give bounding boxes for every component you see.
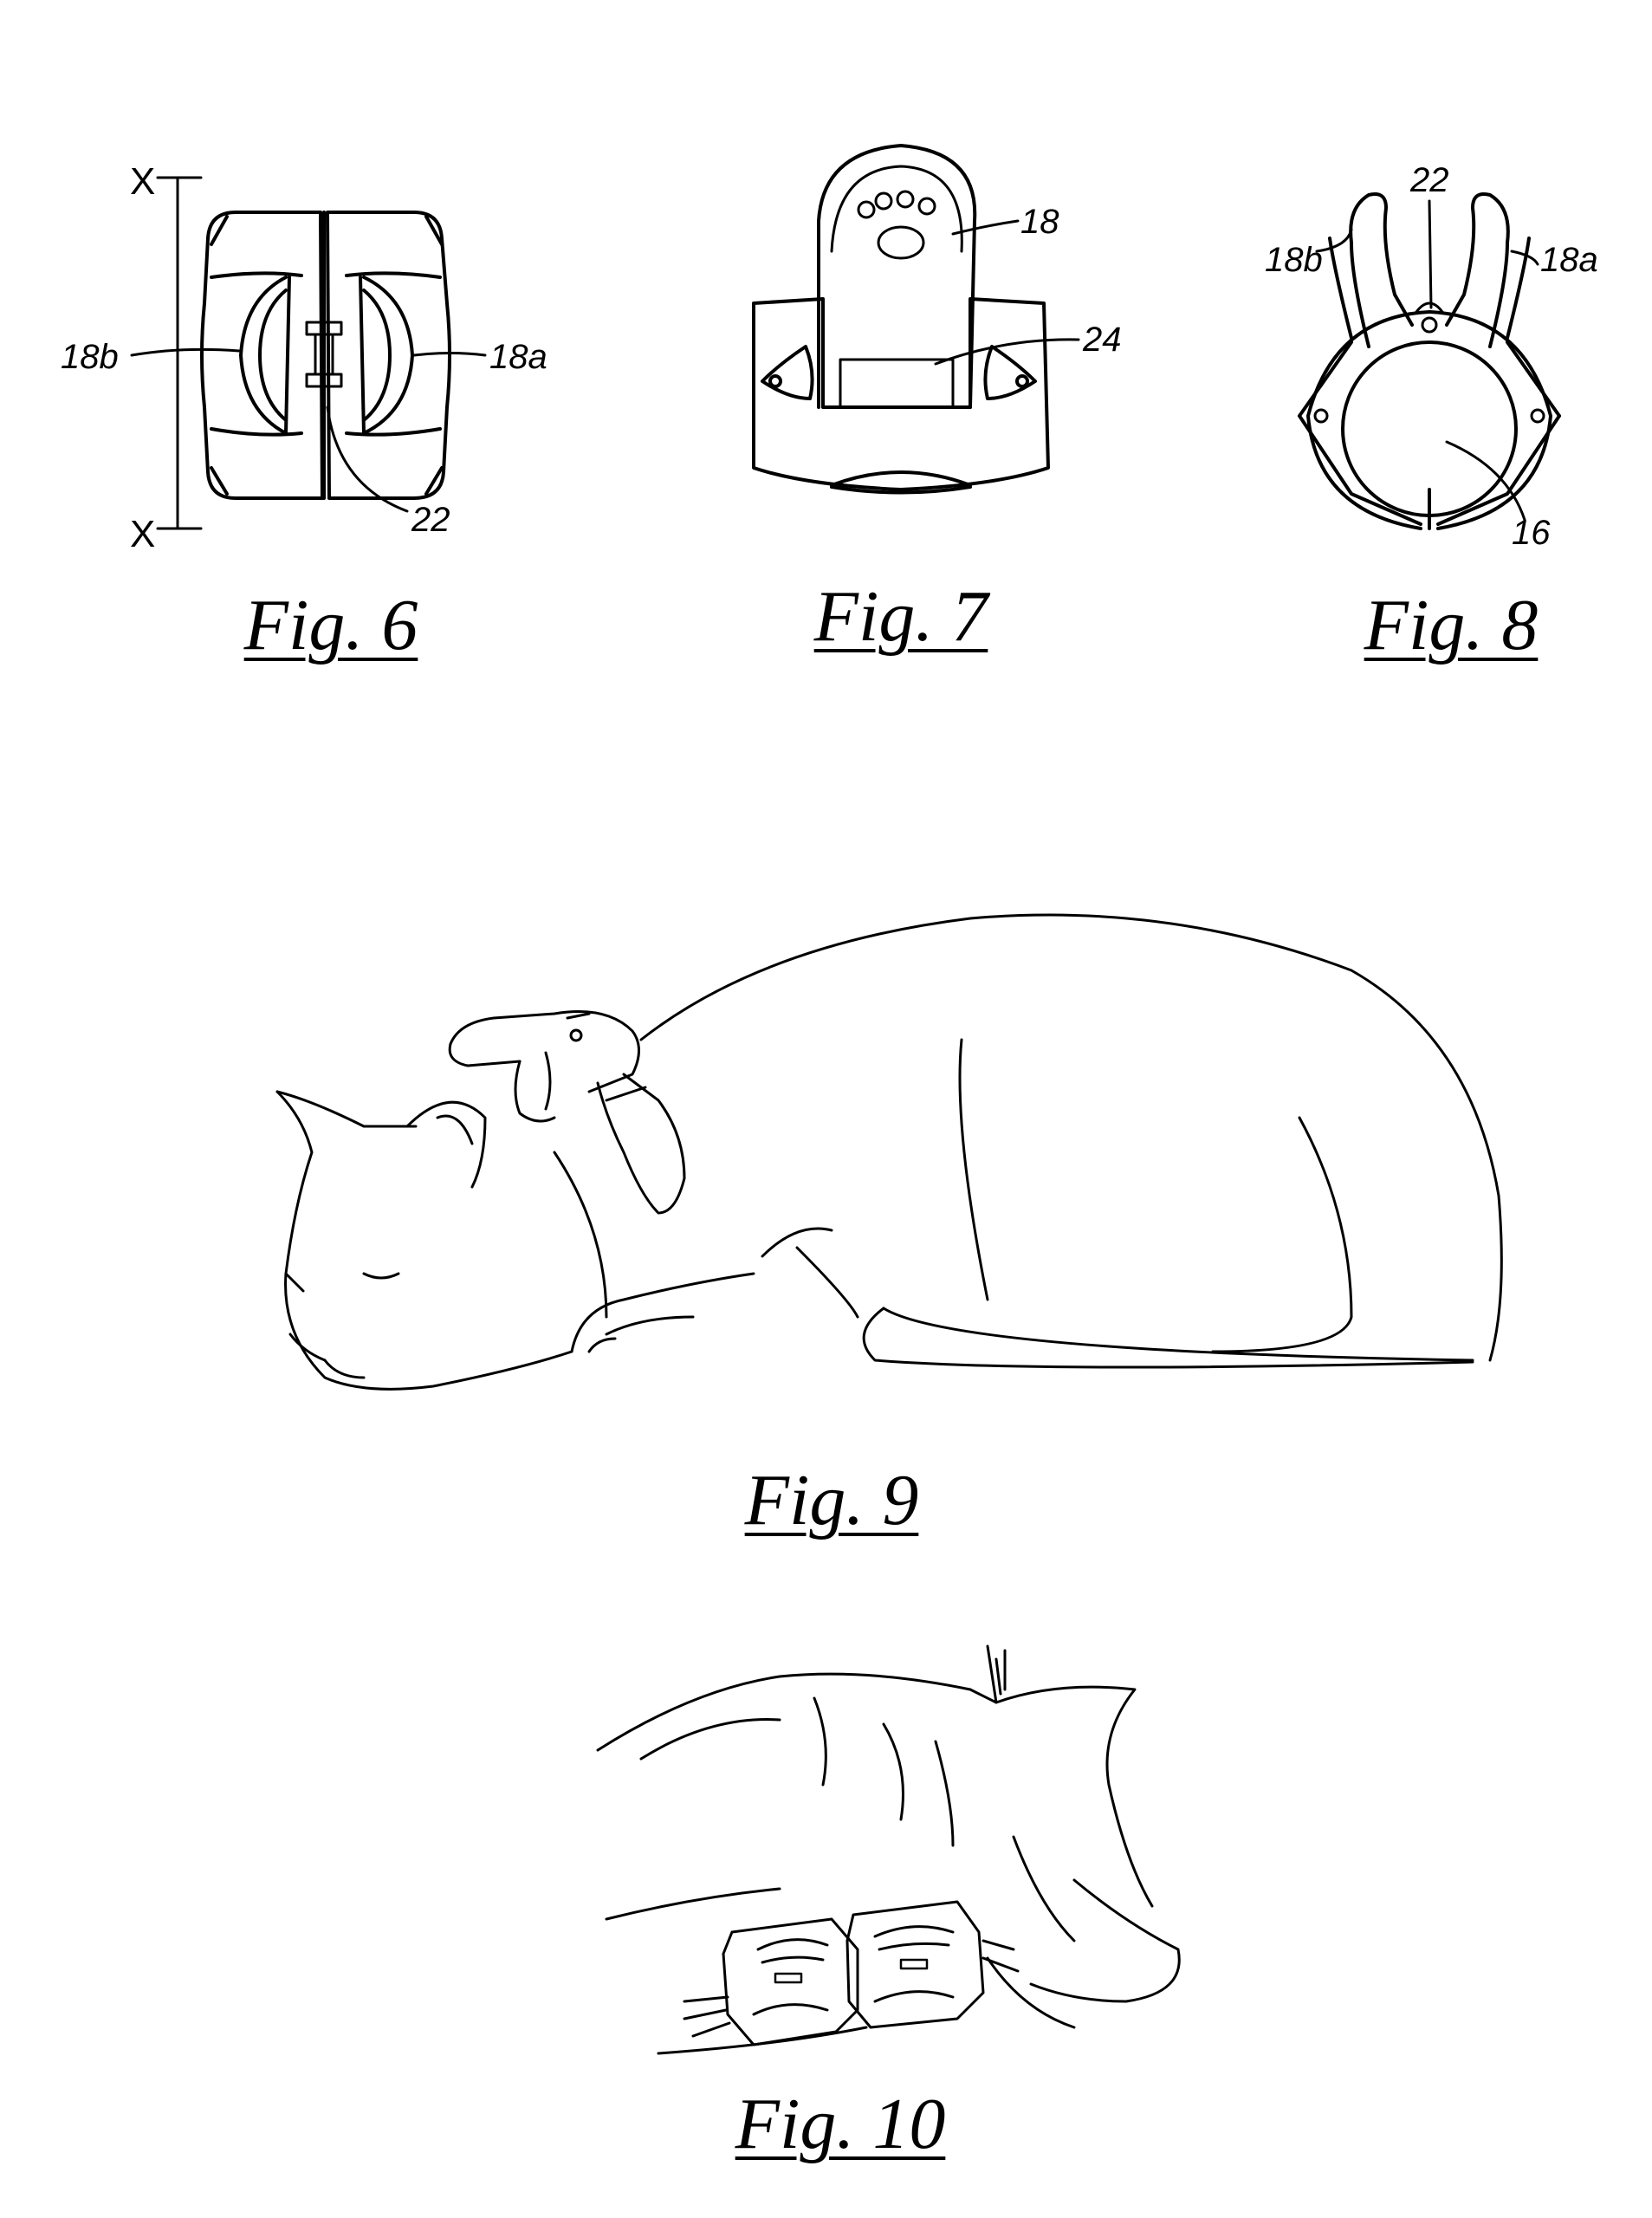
fig6-axis-bottom-label: X [130, 513, 156, 555]
fig8-ref-22: 22 [1410, 161, 1449, 199]
fig6-drawing [130, 176, 487, 530]
fig9-caption: Fig. 9 [744, 1460, 919, 1540]
fig8-ref-18b: 18b [1265, 241, 1323, 279]
fig8-drawing [1298, 192, 1561, 530]
fig6-ref-22: 22 [411, 501, 450, 539]
fig8-caption: Fig. 8 [1364, 585, 1539, 665]
fig6-axis-top-label: X [130, 160, 156, 203]
fig7-drawing [752, 144, 1080, 495]
fig6-ref-18a: 18a [489, 338, 547, 376]
fig6-ref-18b: 18b [61, 338, 119, 376]
fig8-ref-18a: 18a [1540, 241, 1598, 279]
fig9-drawing [275, 913, 1503, 1391]
fig7-caption: Fig. 7 [813, 576, 988, 657]
fig10-caption: Fig. 10 [735, 2084, 946, 2164]
fig6-caption: Fig. 6 [243, 585, 418, 665]
fig8-ref-16: 16 [1512, 514, 1551, 552]
fig7-ref-18: 18 [1020, 203, 1059, 241]
fig10-drawing [596, 1644, 1181, 2055]
fig7-ref-24: 24 [1083, 321, 1122, 359]
